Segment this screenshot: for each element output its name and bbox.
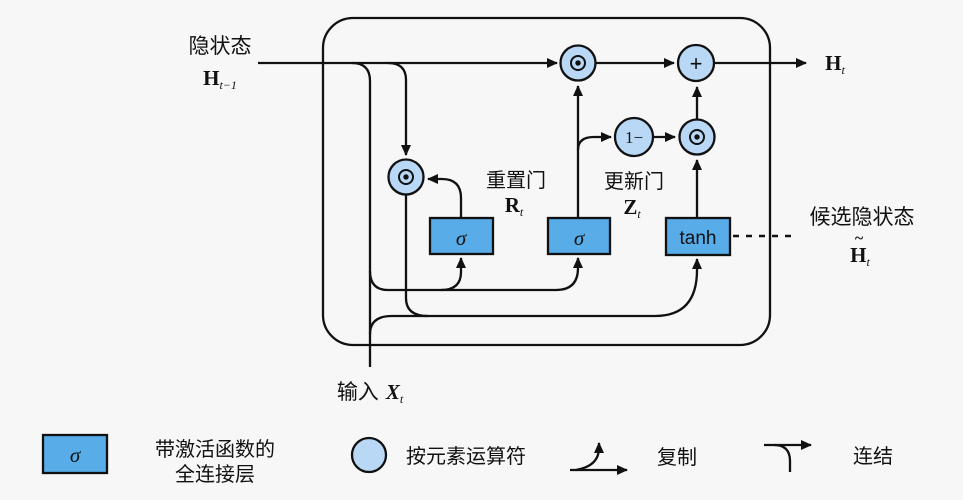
output-math: Ht (825, 51, 845, 77)
gates-feed-line (388, 257, 583, 292)
reset-sigma-box (428, 216, 495, 256)
candidate-group: tanh (664, 159, 795, 257)
legend-fc-box (41, 433, 109, 475)
update-branch-to-one-minus (576, 132, 612, 151)
legend-copy-icon (570, 442, 628, 475)
gate-input-lines (388, 194, 702, 318)
add-node (676, 43, 716, 83)
candidate-label: 候选隐状态 (810, 206, 915, 229)
hidden-state-flow (258, 58, 807, 367)
update-sigma-box (546, 216, 612, 256)
hstate-input-vertical-line (351, 61, 372, 367)
legend-concat-label: 连结 (853, 445, 893, 468)
legend-fc-label-line2: 全连接层 (175, 463, 255, 486)
reset-sigma-feed-branch (440, 257, 466, 292)
hstate-branch-to-gates (368, 270, 389, 292)
candidate-tilde: ~ (855, 230, 864, 247)
legend-copy-label: 复制 (657, 446, 697, 469)
tanh-box (664, 216, 732, 257)
reset-gate-label: 重置门 (486, 169, 546, 192)
legend-fc-label-line1: 带激活函数的 (155, 438, 275, 461)
reset-gate-group: σ (387, 158, 495, 256)
add-label: + (690, 51, 703, 76)
update-gate-label: 更新门 (604, 170, 664, 193)
tanh-feed-line (392, 258, 702, 318)
hidden-state-math: Ht−1 (203, 66, 237, 92)
reset-sigma-label: σ (456, 226, 468, 250)
reset-product-output-line (404, 194, 429, 318)
candidate-math: Ht (850, 243, 870, 269)
update-gate-group: σ (546, 85, 612, 256)
update-gate-math: Zt (623, 195, 641, 221)
hstate-branch-to-reset-multiply (387, 61, 411, 156)
reset-gate-math: Rt (505, 193, 524, 219)
one-minus-label: 1− (625, 128, 643, 147)
legend: σ 带激活函数的 全连接层 按元素运算符 复制 连结 (41, 433, 893, 486)
gru-cell-boundary (321, 16, 772, 347)
legend-concat-icon (764, 440, 812, 472)
operator-nodes: + 1− (559, 43, 716, 158)
legend-fc-symbol: σ (70, 443, 82, 467)
hidden-state-label: 隐状态 (189, 35, 252, 58)
legend-elementwise-label: 按元素运算符 (406, 445, 526, 468)
legend-elementwise-circle-icon (350, 436, 388, 474)
update-sigma-label: σ (574, 226, 586, 250)
reset-sigma-to-multiply-line (427, 174, 463, 218)
tanh-label: tanh (680, 228, 717, 249)
input-branch-to-tanh-line (368, 314, 393, 335)
